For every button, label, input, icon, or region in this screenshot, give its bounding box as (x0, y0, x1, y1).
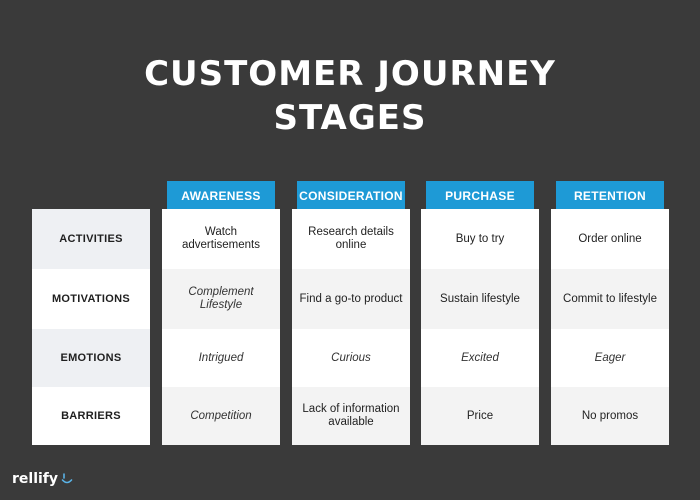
row-label-barriers: BARRIERS (32, 387, 150, 445)
stage-column-awareness: Watch advertisements Complement Lifestyl… (162, 209, 280, 445)
cell-consideration-activities: Research details online (292, 209, 410, 269)
cell-purchase-barriers: Price (421, 387, 539, 445)
stage-header-purchase: PURCHASE (426, 181, 534, 210)
page-title: CUSTOMER JOURNEY STAGES (0, 52, 700, 140)
cell-consideration-barriers: Lack of information available (292, 387, 410, 445)
smile-icon (61, 473, 73, 484)
stage-column-purchase: Buy to try Sustain lifestyle Excited Pri… (421, 209, 539, 445)
stage-header-retention: RETENTION (556, 181, 664, 210)
title-line-2: STAGES (273, 98, 427, 138)
row-label-column: ACTIVITIES MOTIVATIONS EMOTIONS BARRIERS (32, 209, 150, 445)
stage-header-awareness: AWARENESS (167, 181, 275, 210)
stage-header-consideration: CONSIDERATION (297, 181, 405, 210)
stage-column-consideration: Research details online Find a go-to pro… (292, 209, 410, 445)
cell-awareness-emotions: Intrigued (162, 329, 280, 387)
cell-consideration-motivations: Find a go-to product (292, 269, 410, 329)
cell-consideration-emotions: Curious (292, 329, 410, 387)
cell-retention-barriers: No promos (551, 387, 669, 445)
cell-purchase-activities: Buy to try (421, 209, 539, 269)
rellify-logo: rellify (12, 471, 73, 487)
stage-column-retention: Order online Commit to lifestyle Eager N… (551, 209, 669, 445)
row-label-activities: ACTIVITIES (32, 209, 150, 269)
cell-awareness-motivations: Complement Lifestyle (162, 269, 280, 329)
cell-awareness-barriers: Competition (162, 387, 280, 445)
logo-text: rellify (12, 471, 59, 487)
title-line-1: CUSTOMER JOURNEY (144, 54, 556, 94)
cell-awareness-activities: Watch advertisements (162, 209, 280, 269)
row-label-emotions: EMOTIONS (32, 329, 150, 387)
cell-retention-activities: Order online (551, 209, 669, 269)
cell-retention-motivations: Commit to lifestyle (551, 269, 669, 329)
cell-retention-emotions: Eager (551, 329, 669, 387)
cell-purchase-motivations: Sustain lifestyle (421, 269, 539, 329)
cell-purchase-emotions: Excited (421, 329, 539, 387)
row-label-motivations: MOTIVATIONS (32, 269, 150, 329)
